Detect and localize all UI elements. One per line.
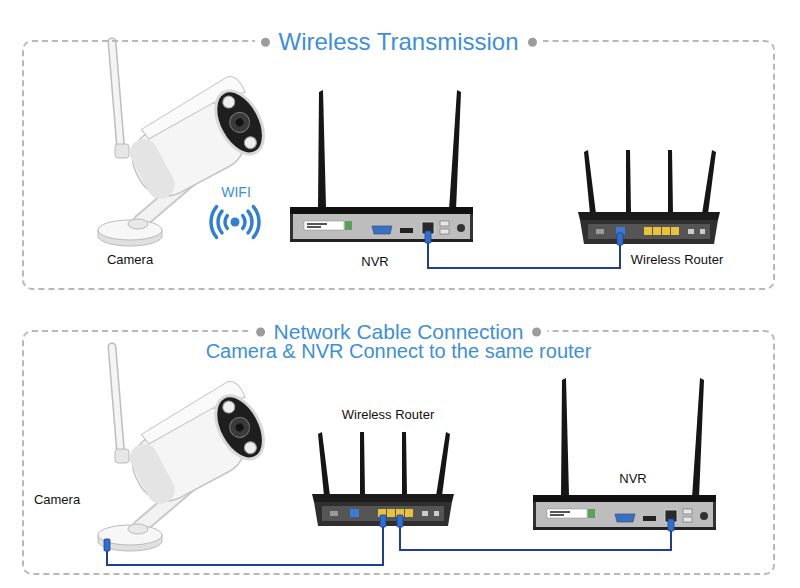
cable-plug: [425, 231, 431, 243]
cable-plug: [617, 233, 623, 245]
device-node: Wireless Router: [578, 148, 720, 244]
title-dot: [528, 37, 537, 46]
router-illustration: [578, 150, 720, 244]
device-label: NVR: [619, 471, 646, 487]
network-cable: [428, 242, 620, 268]
title-dot: [260, 37, 269, 46]
panel-heading: Wireless Transmission: [254, 29, 542, 55]
device-label: Camera: [107, 252, 153, 268]
device-label: Wireless Router: [342, 407, 434, 423]
device-node: Wireless Router: [312, 430, 454, 526]
title-dot: [256, 328, 265, 337]
cable-plug: [380, 515, 386, 527]
title-dot: [532, 328, 541, 337]
device-label: Wireless Router: [631, 252, 723, 268]
device-node: Camera: [95, 345, 260, 550]
device-node: NVR: [290, 90, 473, 242]
wifi-symbol: [211, 207, 259, 238]
nvr-illustration: [290, 90, 473, 242]
cable-plug: [397, 515, 403, 527]
panel-subtitle: Camera & NVR Connect to the same router: [206, 340, 592, 362]
signal-label: WIFI: [221, 184, 251, 201]
dashed-panel: Wireless TransmissionCameraNVRWireless R…: [22, 40, 775, 290]
router-illustration: [312, 432, 454, 526]
cable-plug: [104, 539, 110, 551]
device-label: NVR: [361, 254, 388, 270]
device-node: NVR: [533, 378, 716, 530]
device-label: Camera: [34, 492, 80, 508]
dashed-panel: Network Cable ConnectionCamera & NVR Con…: [22, 330, 775, 575]
network-cable: [400, 526, 671, 550]
nvr-illustration: [533, 378, 716, 530]
device-node: Camera: [95, 40, 260, 245]
cable-plug: [668, 519, 674, 531]
network-cable: [107, 526, 383, 565]
camera-illustration: [98, 42, 273, 246]
panel-title: Wireless Transmission: [278, 29, 518, 55]
camera-illustration: [98, 347, 273, 551]
